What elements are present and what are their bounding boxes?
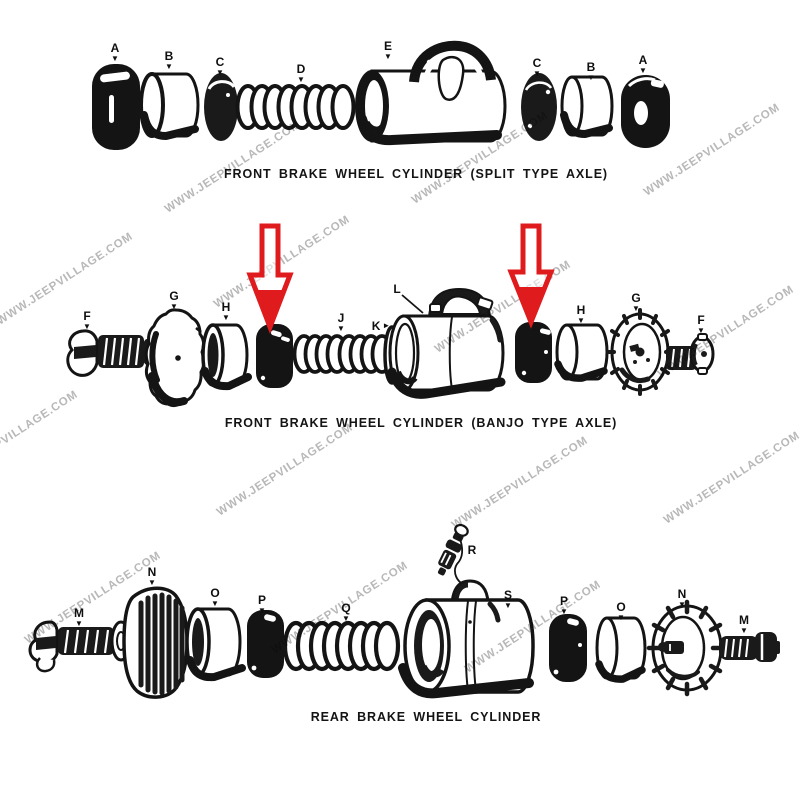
part-cylinder-S bbox=[398, 579, 535, 699]
down-arrow-marker: ▼ bbox=[111, 54, 119, 63]
part-label-C2: C▼ bbox=[532, 56, 542, 78]
down-arrow-marker: ▼ bbox=[617, 613, 625, 622]
part-label-O2: O▼ bbox=[616, 600, 626, 622]
down-arrow-marker: ▼ bbox=[504, 601, 512, 610]
label-leader-L bbox=[401, 294, 424, 314]
part-cup-P-left bbox=[247, 610, 284, 678]
part-label-G: G▼ bbox=[169, 289, 179, 311]
part-label-M2: M▼ bbox=[739, 613, 749, 635]
right-arrow-marker: ► bbox=[382, 321, 391, 330]
caption-front-banjo: FRONT BRAKE WHEEL CYLINDER (BANJO TYPE A… bbox=[224, 416, 618, 430]
part-piston-B-right bbox=[560, 75, 614, 139]
down-arrow-marker: ▼ bbox=[165, 62, 173, 71]
part-label-C: C▼ bbox=[215, 55, 225, 77]
down-arrow-marker: ▼ bbox=[560, 607, 568, 616]
down-arrow-marker: ▼ bbox=[587, 73, 595, 82]
part-spring-Q bbox=[282, 620, 401, 672]
part-piston-O-right bbox=[595, 616, 647, 683]
part-piston-O-left bbox=[185, 607, 246, 682]
part-label-A2: A▼ bbox=[638, 53, 648, 75]
down-arrow-marker: ▼ bbox=[297, 75, 305, 84]
part-boot-N-left bbox=[110, 586, 189, 699]
down-arrow-marker: ▼ bbox=[740, 626, 748, 635]
part-cup-C-right bbox=[521, 73, 557, 141]
down-arrow-marker: ▼ bbox=[697, 326, 705, 335]
part-cup-P-right bbox=[549, 614, 587, 682]
part-cylinder-L bbox=[387, 287, 506, 399]
down-arrow-marker: ▼ bbox=[258, 606, 266, 615]
down-arrow-marker: ▼ bbox=[148, 578, 156, 587]
down-arrow-marker: ▼ bbox=[533, 69, 541, 78]
part-cup-A-right bbox=[621, 75, 670, 148]
part-label-E: E▼ bbox=[383, 39, 393, 61]
part-label-G2: G▼ bbox=[631, 291, 641, 313]
caption-front-split: FRONT BRAKE WHEEL CYLINDER (SPLIT TYPE A… bbox=[224, 167, 608, 181]
part-cup-C-left bbox=[204, 73, 238, 141]
part-label-B: B▼ bbox=[164, 49, 174, 71]
part-label-H: H▼ bbox=[221, 300, 231, 322]
part-label-P: P▼ bbox=[257, 593, 267, 615]
part-bolt-M-right bbox=[719, 632, 780, 662]
part-label-L: L bbox=[393, 282, 401, 296]
part-cylinder-E bbox=[355, 40, 507, 146]
part-label-N2: N▼ bbox=[677, 587, 687, 609]
diagram-front-banjo bbox=[66, 287, 715, 408]
down-arrow-marker: ▼ bbox=[170, 302, 178, 311]
part-cup-target-left bbox=[256, 324, 293, 388]
part-piston-H-left bbox=[201, 323, 252, 391]
down-arrow-marker: ▼ bbox=[632, 304, 640, 313]
part-label-K: K► bbox=[371, 319, 391, 333]
part-label-H2: H▼ bbox=[576, 303, 586, 325]
part-piston-B-left bbox=[139, 72, 200, 141]
down-arrow-marker: ▼ bbox=[337, 324, 345, 333]
down-arrow-marker: ▼ bbox=[222, 313, 230, 322]
part-screw-F-right bbox=[666, 333, 715, 375]
part-label-J: J▼ bbox=[337, 311, 345, 333]
part-label-R: R bbox=[467, 543, 477, 557]
diagram-front-split bbox=[92, 40, 670, 150]
caption-rear: REAR BRAKE WHEEL CYLINDER bbox=[310, 710, 542, 724]
part-bleeder-screw-R bbox=[437, 523, 469, 576]
down-arrow-marker: ▼ bbox=[678, 600, 686, 609]
diagram-rear bbox=[28, 523, 780, 699]
down-arrow-marker: ▼ bbox=[211, 599, 219, 608]
part-label-N: N▼ bbox=[147, 565, 157, 587]
part-label-B2: B▼ bbox=[586, 60, 596, 82]
down-arrow-marker: ▼ bbox=[75, 619, 83, 628]
part-cup-target-right bbox=[515, 322, 552, 383]
label-leader-R bbox=[454, 535, 464, 584]
down-arrow-marker: ▼ bbox=[342, 614, 350, 623]
part-label-F: F▼ bbox=[83, 309, 91, 331]
part-label-F2: F▼ bbox=[697, 313, 705, 335]
part-spring-D bbox=[235, 84, 356, 130]
part-cup-A-left bbox=[92, 64, 140, 150]
part-boot-G-left bbox=[144, 308, 209, 408]
part-cover-G-right bbox=[606, 308, 674, 396]
part-retainer-N-right bbox=[646, 599, 728, 697]
down-arrow-marker: ▼ bbox=[577, 316, 585, 325]
down-arrow-marker: ▼ bbox=[384, 52, 392, 61]
down-arrow-marker: ▼ bbox=[639, 66, 647, 75]
down-arrow-marker: ▼ bbox=[83, 322, 91, 331]
part-label-O: O▼ bbox=[210, 586, 220, 608]
part-piston-H-right bbox=[554, 323, 609, 382]
part-label-A: A▼ bbox=[110, 41, 120, 63]
part-spring-J bbox=[292, 334, 394, 374]
part-label-P2: P▼ bbox=[559, 594, 569, 616]
part-label-Q: Q▼ bbox=[341, 601, 351, 623]
part-label-D: D▼ bbox=[296, 62, 306, 84]
part-label-M: M▼ bbox=[74, 606, 84, 628]
down-arrow-marker: ▼ bbox=[216, 68, 224, 77]
part-adjusting-screw-F-left bbox=[66, 329, 168, 377]
part-bolt-M-left bbox=[28, 620, 114, 673]
part-label-S: S▼ bbox=[503, 588, 513, 610]
